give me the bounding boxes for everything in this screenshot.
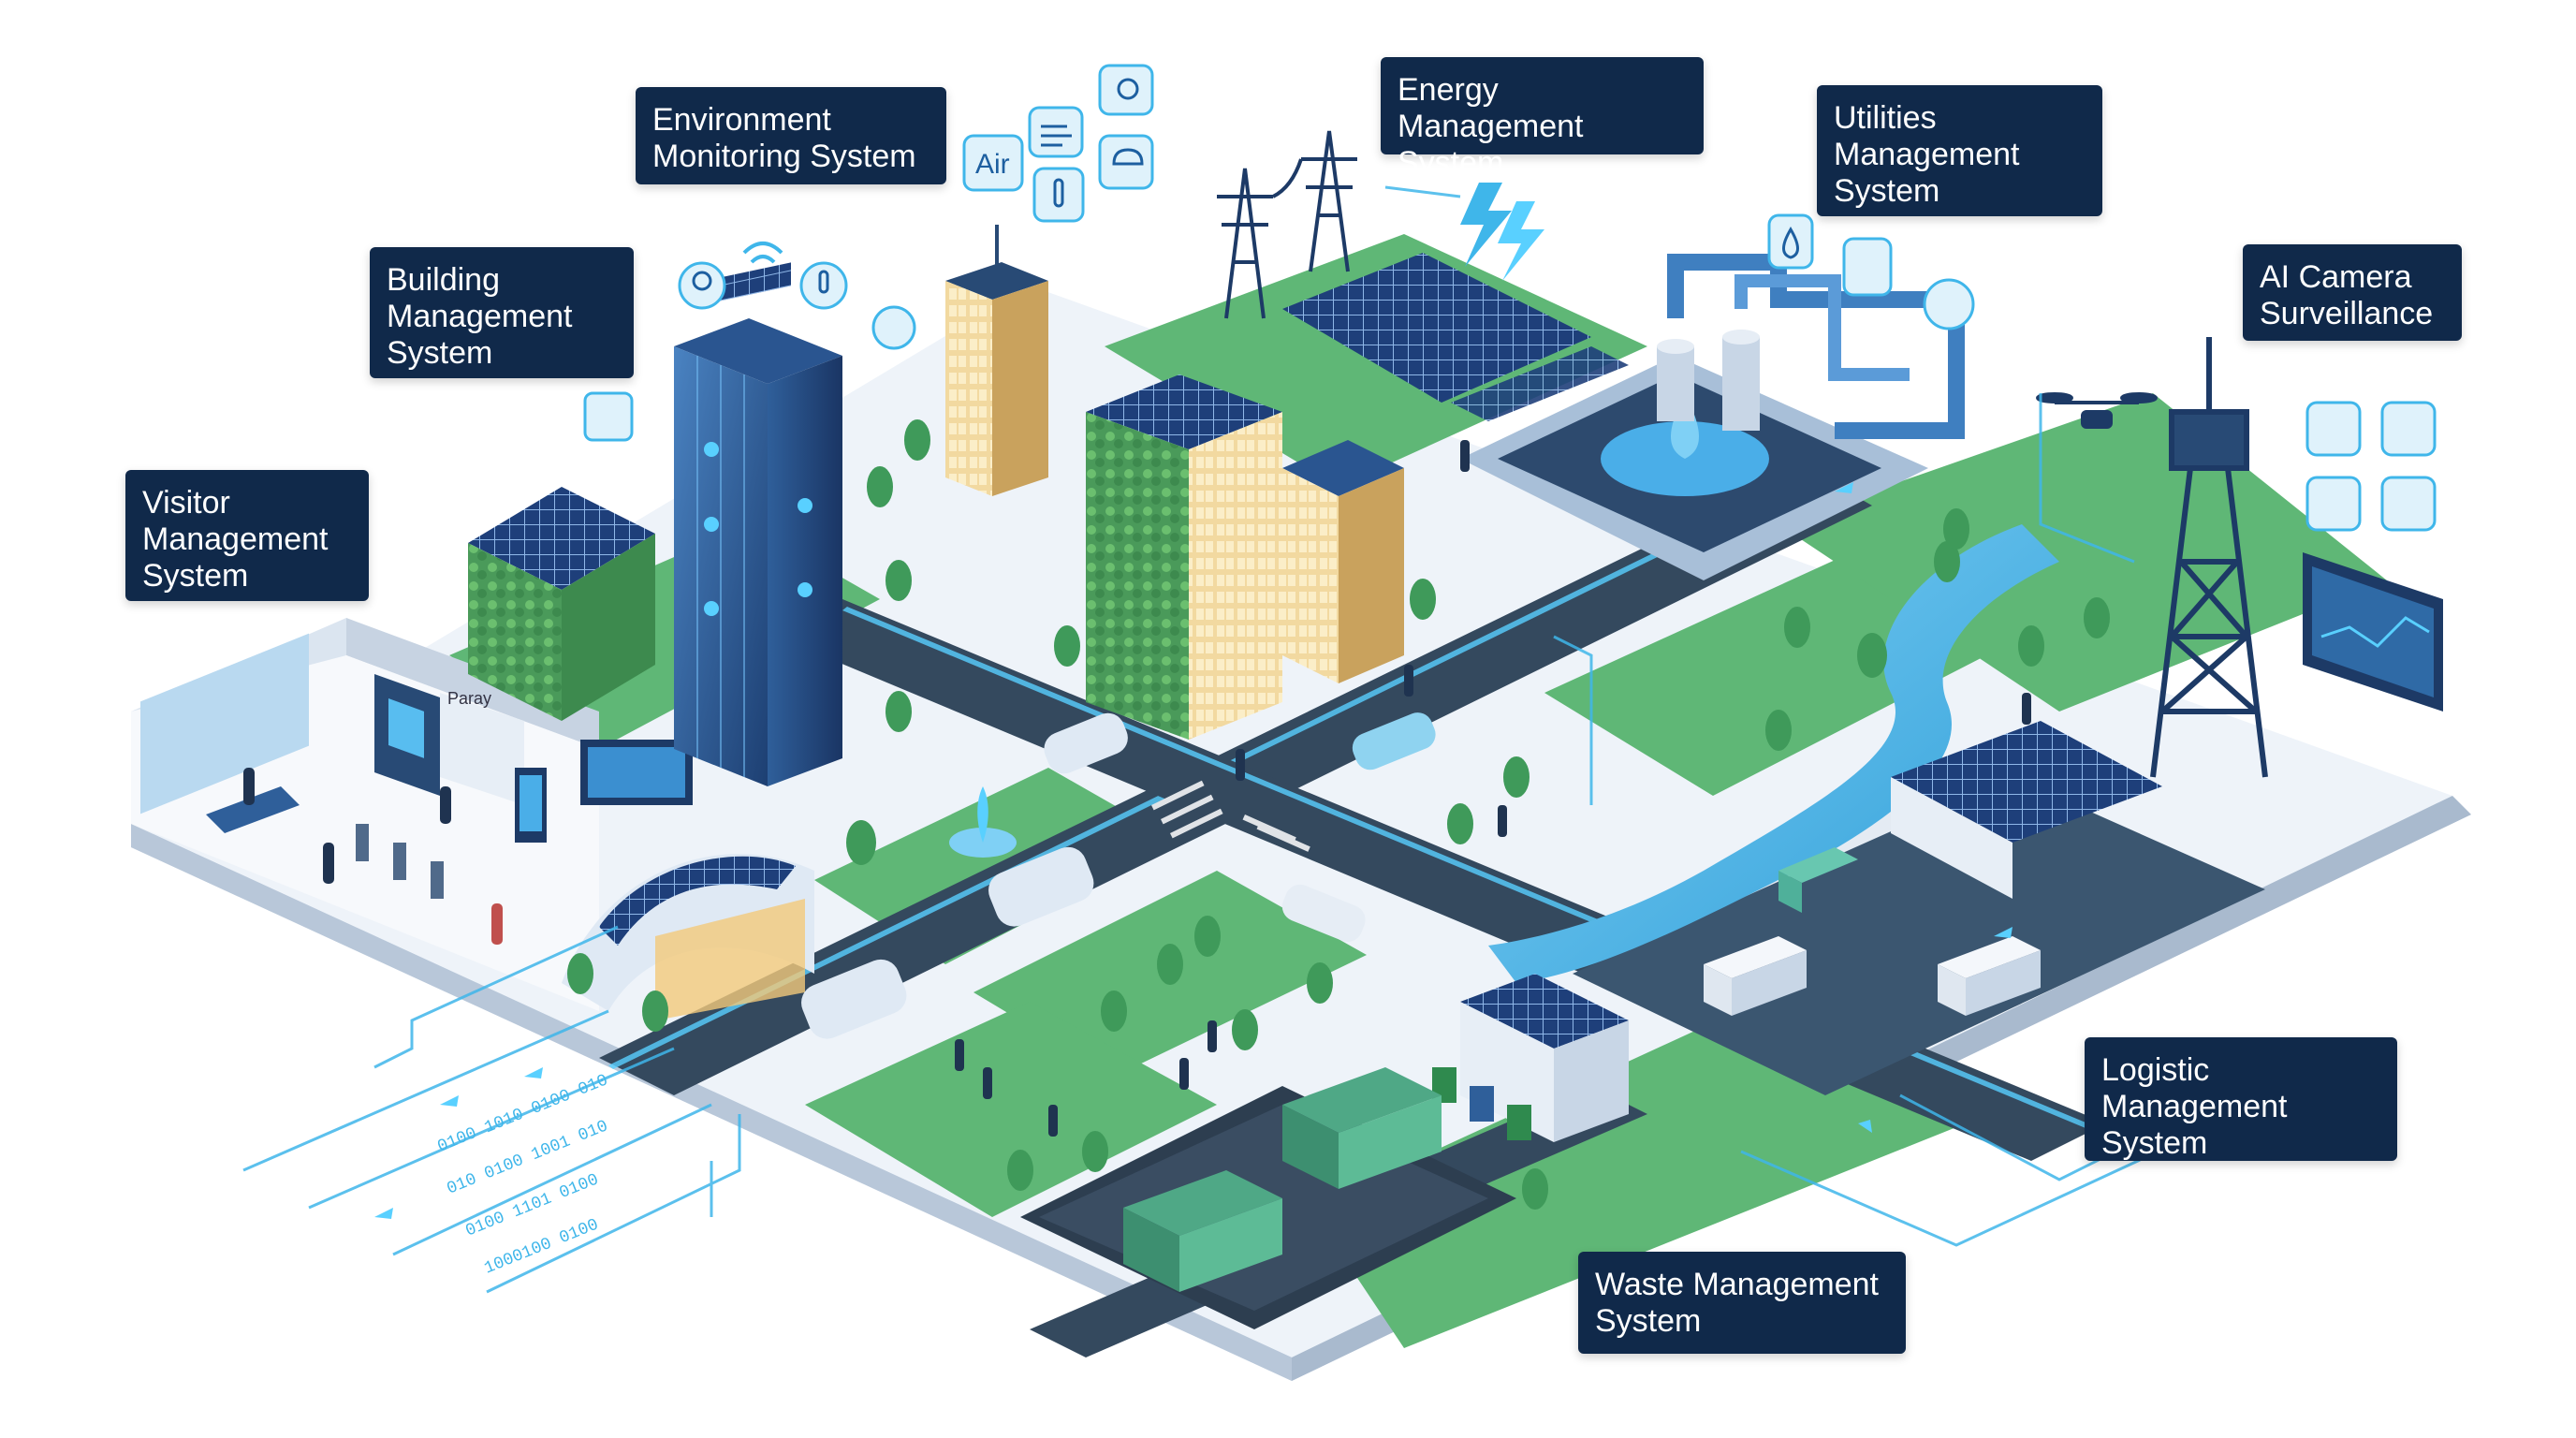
fountain	[949, 786, 1017, 858]
data-flow-arrows	[374, 482, 2012, 1219]
transit-hub	[562, 854, 814, 1020]
vertical-garden-building	[1086, 374, 1404, 740]
drone-icon	[2036, 392, 2158, 429]
delivery-truck	[1938, 936, 2041, 1016]
building-management-label: Building Management System	[370, 247, 634, 378]
power-transmission-towers	[1217, 130, 1357, 319]
air-quality-icon: Air	[962, 134, 1024, 192]
thermometer-icon	[799, 261, 848, 310]
shield-check-icon	[2380, 476, 2437, 532]
delivery-truck	[1778, 847, 1858, 913]
camera-icon	[2305, 401, 2362, 457]
residential-tower	[945, 225, 1048, 496]
trees	[567, 419, 2110, 1210]
delivery-truck	[1704, 936, 1807, 1016]
thermometer-icon	[1842, 237, 1893, 297]
lightning-bolt-icon	[1460, 183, 1544, 281]
surveillance-tower	[2150, 337, 2268, 778]
green-office-building	[468, 487, 655, 721]
ai-camera-surveillance-label: AI Camera Surveillance	[2243, 244, 2462, 341]
water-drop-icon	[1767, 213, 1814, 270]
rain-cloud-icon	[1098, 134, 1154, 190]
visitor-management-label: Visitor Management System	[125, 470, 369, 601]
wifi-icon	[742, 242, 783, 264]
recycling-bins	[1432, 1067, 1531, 1140]
logistics-hub	[1704, 721, 2162, 1016]
river	[1488, 524, 2059, 983]
data-stream-text: 0100 1010 0100 010 010 0100 1001 010 010…	[435, 1071, 611, 1278]
gauge-icon	[1923, 278, 1975, 330]
weather-sun-cloud-icon	[1098, 64, 1154, 116]
thermometer-icon	[1032, 167, 1085, 223]
energy-management-label: Energy Management System	[1381, 57, 1704, 181]
data-circuit-lines	[242, 185, 2247, 1294]
logistic-management-label: Logistic Management System	[2085, 1037, 2397, 1161]
lobby-sign: Paray	[447, 689, 491, 708]
solar-farm	[1282, 253, 1629, 421]
waste-facility	[1123, 974, 1629, 1292]
environment-monitoring-label: Environment Monitoring System	[636, 87, 946, 184]
utilities-management-label: Utilities Management System	[1817, 85, 2102, 216]
lightbulb-icon	[871, 305, 916, 350]
visitor-lobby: Paray	[131, 618, 693, 1011]
water-treatment-plant	[1460, 254, 1965, 580]
garbage-truck	[1123, 1170, 1282, 1292]
control-panel-icon	[583, 391, 634, 442]
lightbulb-icon	[678, 261, 726, 310]
waste-management-label: Waste Management System	[1578, 1252, 1906, 1354]
wind-icon	[1028, 106, 1084, 158]
shield-lock-icon	[2380, 401, 2437, 457]
air-quality-label: Air	[975, 149, 1010, 180]
autonomous-shuttles	[801, 712, 1436, 1039]
smart-tower-building	[674, 262, 842, 786]
garbage-truck	[1282, 1067, 1442, 1189]
pedestrians	[955, 440, 2031, 1137]
wifi-icon	[2305, 476, 2362, 532]
analytics-screen	[2303, 552, 2443, 712]
